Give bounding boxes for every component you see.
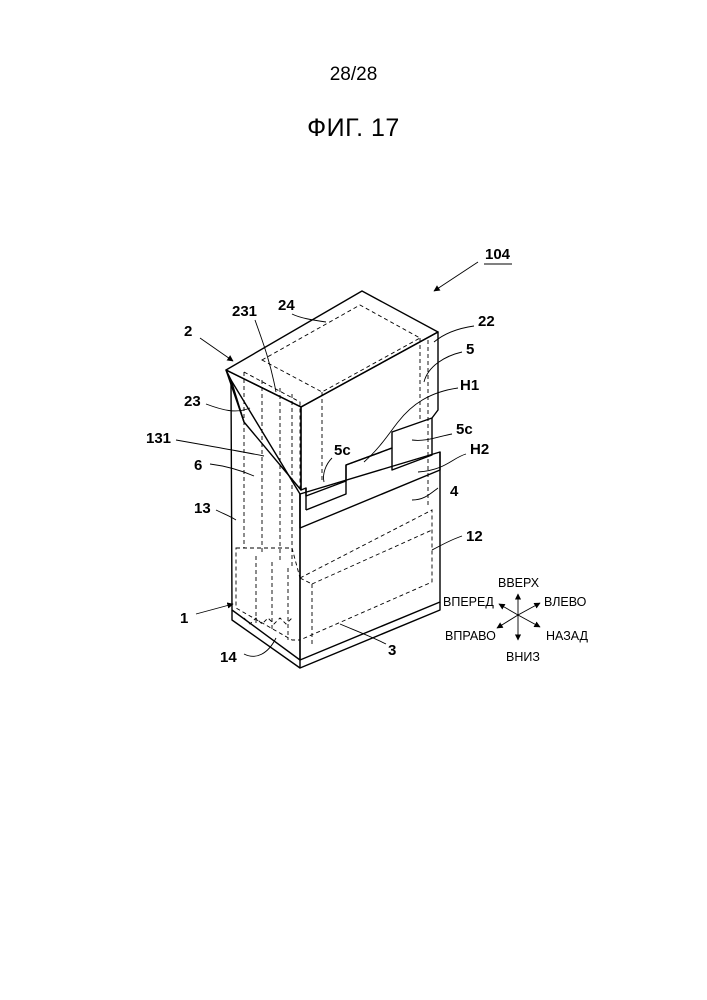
label-6: 6: [194, 457, 202, 474]
direction-compass: ВВЕРХ ВПЕРЕД ВЛЕВО ВПРАВО НАЗАД ВНИЗ: [443, 576, 589, 664]
body-bottom-edge: [232, 602, 440, 668]
label-131: 131: [146, 430, 171, 447]
compass-arrow-left: [518, 603, 540, 615]
arrow-2: [200, 338, 233, 361]
lid-side-flap: [226, 370, 301, 490]
compass-label-back: НАЗАД: [546, 629, 589, 643]
hidden-lines: [236, 305, 432, 644]
label-5: 5: [466, 341, 474, 358]
label-1: 1: [180, 610, 188, 627]
label-4: 4: [450, 483, 459, 500]
label-24: 24: [278, 297, 295, 314]
label-23: 23: [184, 393, 201, 410]
arrow-1: [196, 604, 233, 614]
label-14: 14: [220, 649, 237, 666]
label-3: 3: [388, 642, 396, 659]
label-104: 104: [485, 246, 511, 263]
label-12: 12: [466, 528, 483, 545]
label-2: 2: [184, 323, 192, 340]
label-13: 13: [194, 500, 211, 517]
label-231: 231: [232, 303, 257, 320]
compass-label-up: ВВЕРХ: [498, 576, 540, 590]
compass-arrow-front: [499, 604, 518, 615]
compass-arrow-right: [497, 615, 518, 628]
arrow-104: [434, 262, 478, 291]
label-22: 22: [478, 313, 495, 330]
label-H1: H1: [460, 377, 479, 394]
inner-frame-notch: [306, 418, 432, 510]
body-left-face: [231, 380, 300, 660]
compass-label-right: ВПРАВО: [445, 629, 496, 643]
leader-lines: [176, 314, 474, 656]
compass-label-left: ВЛЕВО: [544, 595, 587, 609]
label-5c-right: 5c: [456, 421, 473, 438]
compass-arrow-back: [518, 615, 540, 627]
label-H2: H2: [470, 441, 489, 458]
label-5c-left: 5c: [334, 442, 351, 459]
compass-label-front: ВПЕРЕД: [443, 595, 494, 609]
compass-label-down: ВНИЗ: [506, 650, 540, 664]
body-front-face: [300, 452, 440, 660]
